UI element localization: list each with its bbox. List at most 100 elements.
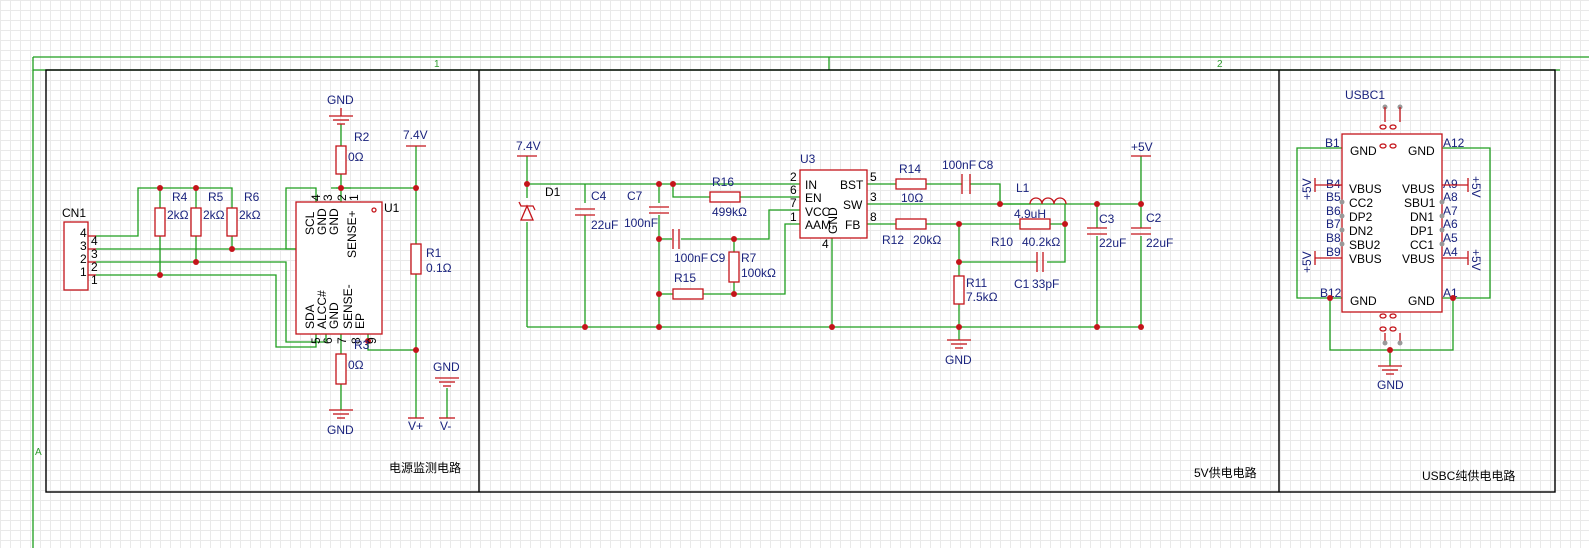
resistor-r5[interactable]: R5 2kΩ <box>190 190 225 237</box>
gnd-right-label: GND <box>433 360 460 374</box>
resistor-r16[interactable]: R16 499kΩ <box>709 175 747 219</box>
row-label-a: A <box>35 447 42 458</box>
usbc-pin-a12: A12 <box>1443 136 1465 150</box>
u1-num-8: 8 <box>349 337 363 344</box>
c4-ref: C4 <box>591 189 607 203</box>
net-7v4-input: 7.4V <box>516 139 541 157</box>
usbc-pin-b4: B4 <box>1326 177 1341 191</box>
usbc-name-a4: VBUS <box>1402 252 1435 266</box>
vbus-5v-labels: +5V +5V +5V +5V <box>1300 176 1483 273</box>
usbc-name-a6: DP1 <box>1410 224 1434 238</box>
usbc-name-a9: VBUS <box>1402 182 1435 196</box>
r14-value: 10Ω <box>901 191 923 205</box>
capacitor-c3[interactable]: C3 22uF <box>1087 212 1126 250</box>
r16-ref: R16 <box>712 175 734 189</box>
r12-ref: R12 <box>882 233 904 247</box>
panel-title-usbc: USBC纯供电电路 <box>1422 468 1515 483</box>
usbc-pin-a9: A9 <box>1443 177 1458 191</box>
r10-ref: R10 <box>991 235 1013 249</box>
u1-pin-ep: EP <box>353 313 367 329</box>
r12-value: 20kΩ <box>913 233 941 247</box>
usbc-pin-a4: A4 <box>1443 245 1458 259</box>
c7-value: 100nF <box>624 216 658 230</box>
u3-num-3: 3 <box>870 190 877 204</box>
gnd-usbc-label: GND <box>1377 378 1404 392</box>
r7-value: 100kΩ <box>741 266 776 280</box>
net-5v-output: +5V <box>1131 140 1153 157</box>
resistor-r11[interactable]: R11 7.5kΩ <box>953 275 998 305</box>
vbus-label-b9: +5V <box>1300 251 1314 273</box>
capacitor-c1[interactable]: C1 33pF <box>1014 252 1059 291</box>
v-plus-label: V+ <box>408 419 423 433</box>
resistor-r1[interactable]: R1 0.1Ω <box>410 243 452 275</box>
r1-value: 0.1Ω <box>426 261 452 275</box>
l1-value: 4.9uH <box>1014 207 1046 221</box>
u3-pin-fb: FB <box>845 218 860 232</box>
supply-5v-circuit: 7.4V D1 C4 22uF C7 100nF R16 499kΩ <box>516 139 1173 367</box>
resistor-r2[interactable]: R2 0Ω <box>335 130 370 175</box>
diode-d1[interactable]: D1 <box>518 185 561 221</box>
cn1-pin-1: 1 <box>80 265 87 279</box>
u3-pin-sw: SW <box>843 198 863 212</box>
ic-u3[interactable]: U3 IN EN VCC AAM 2 6 7 1 BST SW FB 5 3 8… <box>790 152 877 251</box>
resistor-r10[interactable]: R10 40.2kΩ <box>991 218 1060 249</box>
zone-label-2: 2 <box>1217 59 1223 70</box>
capacitor-c7[interactable]: C7 100nF <box>624 189 669 230</box>
usbc-pin-a6: A6 <box>1443 217 1458 231</box>
gnd-bottom-label: GND <box>327 423 354 437</box>
u1-num-4: 4 <box>309 194 323 201</box>
usbc-pin-a5: A5 <box>1443 231 1458 245</box>
u3-num-8: 8 <box>870 210 877 224</box>
usbc-supply-circuit: USBC1 B1 B4 B5 B6 B7 B8 B9 B12 <box>1296 88 1491 392</box>
u3-num-6: 6 <box>790 183 797 197</box>
vbus-label-a9: +5V <box>1469 176 1483 198</box>
r3-value: 0Ω <box>348 358 364 372</box>
cn1-num-4: 4 <box>91 234 98 248</box>
u3-num-7: 7 <box>790 196 797 210</box>
power-monitor-circuit: CN1 4 3 2 1 4 3 2 1 R4 2kΩ R5 2kΩ R6 2kΩ <box>62 93 460 437</box>
u1-pin-scl: SCL <box>303 211 317 235</box>
resistor-r3[interactable]: R3 0Ω <box>335 338 370 385</box>
u3-pin-gnd: GND <box>826 207 840 234</box>
usbc-pin-b1: B1 <box>1325 136 1340 150</box>
zone-label-1: 1 <box>434 59 440 70</box>
d1-ref: D1 <box>545 185 561 199</box>
cn1-ref: CN1 <box>62 206 86 220</box>
vbus-label-a4: +5V <box>1469 249 1483 271</box>
cn1-num-2: 2 <box>91 260 98 274</box>
usbc-pin-b5: B5 <box>1326 190 1341 204</box>
r3-ref: R3 <box>354 338 370 352</box>
connector-cn1[interactable]: CN1 4 3 2 1 4 3 2 1 <box>62 206 98 291</box>
ic-u1[interactable]: U1 SCL GND GND SENSE+ 4 3 2 1 SDA ALCC# … <box>295 194 400 344</box>
resistor-r4[interactable]: R4 2kΩ <box>154 190 189 237</box>
capacitor-c2[interactable]: C2 22uF <box>1131 211 1173 250</box>
resistor-r14[interactable]: R14 10Ω <box>895 162 927 205</box>
capacitor-c8[interactable]: 100nF C8 <box>942 158 994 194</box>
resistor-r12[interactable]: R12 20kΩ <box>882 218 941 247</box>
usbc-name-b9: VBUS <box>1349 252 1382 266</box>
u1-pin-gnd7: GND <box>327 302 341 329</box>
u1-num-1: 1 <box>347 194 361 201</box>
cn1-num-1: 1 <box>91 273 98 287</box>
capacitor-c9[interactable]: 100nF C9 <box>672 229 726 265</box>
c7-ref: C7 <box>627 189 643 203</box>
resistor-r6[interactable]: R6 2kΩ <box>226 190 261 237</box>
u1-num-6: 6 <box>321 337 335 344</box>
usbc-pin-a8: A8 <box>1443 190 1458 204</box>
u3-num-2: 2 <box>790 170 797 184</box>
usbc-name-a8: SBU1 <box>1404 196 1436 210</box>
usbc-connector[interactable]: USBC1 B1 B4 B5 B6 B7 B8 B9 B12 <box>1320 88 1465 346</box>
inductor-l1[interactable]: L1 4.9uH <box>1014 181 1067 221</box>
u3-num-4: 4 <box>822 237 829 251</box>
c3-ref: C3 <box>1099 212 1115 226</box>
r11-value: 7.5kΩ <box>966 290 998 304</box>
resistor-r15[interactable]: R15 <box>672 271 704 300</box>
panel-title-monitor: 电源监测电路 <box>389 460 461 475</box>
r15-ref: R15 <box>674 271 696 285</box>
u1-pin-gnd3: GND <box>315 208 329 235</box>
capacitor-c4[interactable]: C4 22uF <box>575 189 618 232</box>
usbc-pin-b8: B8 <box>1326 231 1341 245</box>
u3-num-5: 5 <box>870 170 877 184</box>
resistor-r7[interactable]: R7 100kΩ <box>728 251 776 283</box>
